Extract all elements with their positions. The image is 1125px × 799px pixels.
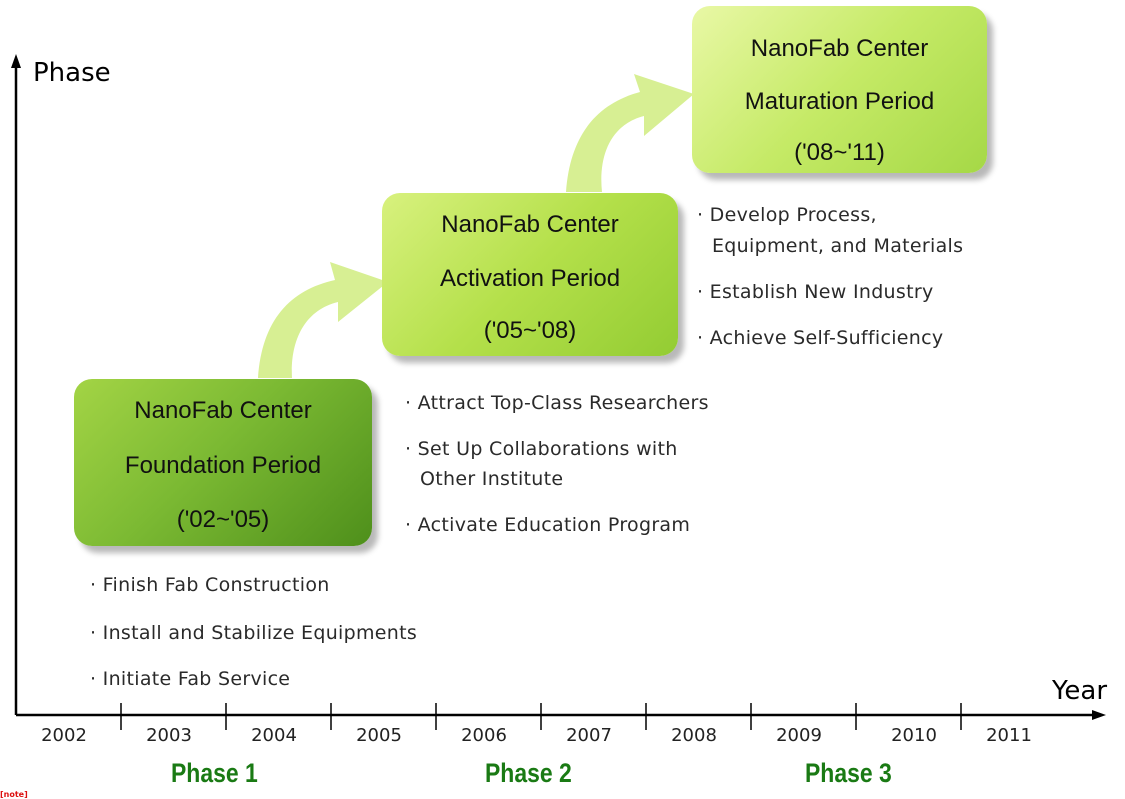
- year-label: 2005: [356, 725, 402, 746]
- task-item: · Set Up Collaborations with: [405, 438, 678, 460]
- curved-arrow-2: [566, 74, 694, 192]
- period-name: Foundation Period: [124, 452, 322, 479]
- y-axis-label: Phase: [33, 58, 111, 88]
- period-title: NanoFab Center: [441, 211, 619, 238]
- year-label: 2004: [251, 725, 297, 746]
- year-label: 2008: [671, 725, 717, 746]
- x-axis-ticks: [120, 703, 962, 730]
- corner-stamp: [note]: [0, 790, 28, 799]
- year-label: 2003: [146, 725, 192, 746]
- y-axis-arrowhead: [11, 54, 21, 68]
- task-item: · Activate Education Program: [405, 514, 691, 536]
- period-title: NanoFab Center: [750, 35, 929, 62]
- x-axis-arrowhead: [1092, 710, 1106, 720]
- year-label: 2006: [461, 725, 507, 746]
- task-item: · Install and Stabilize Equipments: [90, 622, 418, 644]
- year-label: 2009: [776, 725, 822, 746]
- period-name: Maturation Period: [744, 88, 935, 115]
- task-item: · Attract Top-Class Researchers: [405, 392, 709, 414]
- phase-label-3: Phase 3: [805, 758, 892, 788]
- period-title: NanoFab Center: [134, 397, 312, 424]
- task-item: · Initiate Fab Service: [90, 668, 291, 690]
- phase-label-2: Phase 2: [485, 758, 572, 788]
- year-label: 2011: [986, 725, 1032, 746]
- period-name: Activation Period: [439, 265, 621, 292]
- year-label: 2002: [41, 725, 87, 746]
- period-years: ('02~'05): [176, 506, 270, 533]
- phase-label-1: Phase 1: [171, 758, 258, 788]
- year-label: 2007: [566, 725, 612, 746]
- task-item: · Achieve Self-Sufficiency: [697, 327, 944, 349]
- task-item: Other Institute: [420, 468, 564, 490]
- task-item: · Finish Fab Construction: [90, 574, 330, 596]
- foundation-period-box: NanoFab Center Foundation Period ('02~'0…: [74, 379, 372, 546]
- period-years: ('05~'08): [483, 317, 577, 344]
- task-item: · Establish New Industry: [697, 281, 934, 303]
- task-item: · Develop Process,: [697, 204, 877, 226]
- period-years: ('08~'11): [794, 139, 885, 166]
- x-axis-label: Year: [1052, 676, 1108, 706]
- maturation-period-box: NanoFab Center Maturation Period ('08~'1…: [692, 6, 987, 173]
- curved-arrow-1: [258, 262, 388, 378]
- task-item: Equipment, and Materials: [712, 235, 964, 257]
- activation-period-box: NanoFab Center Activation Period ('05~'0…: [382, 193, 678, 356]
- year-label: 2010: [891, 725, 937, 746]
